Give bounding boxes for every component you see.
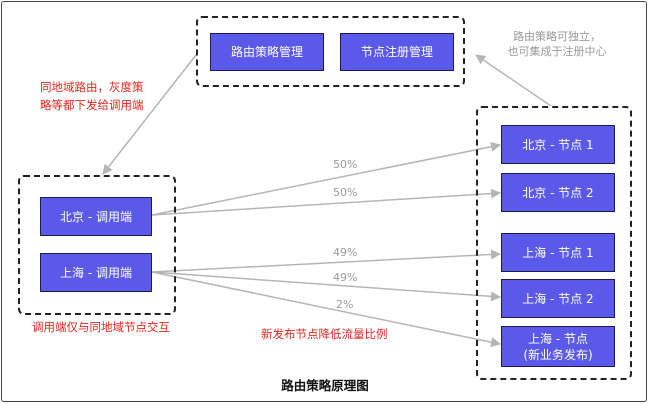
weight-label-bj1: 50%	[333, 158, 358, 171]
arrow-sh-to-sh2	[151, 271, 501, 302]
control-group	[196, 16, 465, 87]
beijing-node-1[interactable]: 北京 - 节点 1	[501, 125, 615, 164]
arrow-sh-to-sh1	[151, 249, 501, 273]
caller-group	[18, 175, 176, 315]
provider-group	[476, 106, 632, 380]
shanghai-new-release-node[interactable]: 上海 - 节点 (新业务发布)	[501, 326, 615, 367]
same-region-note: 调用端仅与同地域节点交互	[32, 320, 170, 334]
shanghai-node-2[interactable]: 上海 - 节点 2	[501, 279, 615, 318]
arrow-bj-to-bj2	[151, 188, 501, 216]
weight-label-new: 2%	[336, 298, 354, 311]
beijing-node-2[interactable]: 北京 - 节点 2	[501, 173, 615, 212]
shanghai-caller-node[interactable]: 上海 - 调用端	[40, 253, 152, 292]
independent-policy-note: 路由策略可独立， 也可集成于注册中心	[507, 30, 607, 58]
weight-label-bj2: 50%	[333, 186, 358, 199]
policy-push-note: 同地域路由，灰度策 略等都下发给调用端	[40, 80, 144, 112]
weight-label-sh2: 49%	[333, 271, 358, 284]
weight-label-sh1: 49%	[333, 246, 358, 259]
beijing-caller-node[interactable]: 北京 - 调用端	[40, 197, 152, 236]
diagram-caption: 路由策略原理图	[281, 378, 369, 393]
policy-sync-arrow	[475, 54, 552, 107]
routing-policy-node[interactable]: 路由策略管理	[210, 33, 324, 71]
shanghai-node-1[interactable]: 上海 - 节点 1	[501, 233, 615, 272]
arrow-bj-to-bj1	[151, 141, 501, 216]
node-registry-node[interactable]: 节点注册管理	[340, 33, 454, 71]
canary-note: 新发布节点降低流量比例	[261, 327, 388, 341]
arrow-sh-to-new	[151, 271, 501, 348]
policy-push-arrow	[102, 54, 197, 175]
